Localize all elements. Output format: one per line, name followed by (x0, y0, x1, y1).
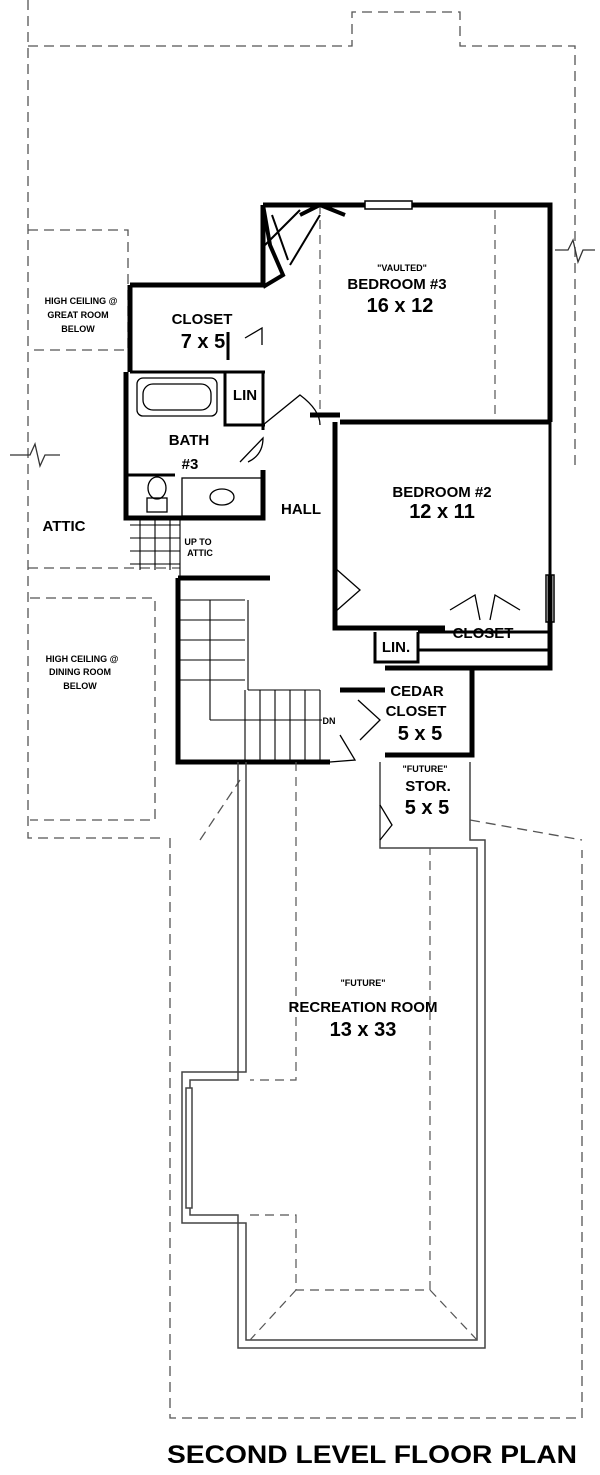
up-to-attic-line2: ATTIC (187, 548, 213, 558)
dining-room-note-1: HIGH CEILING @ (46, 654, 119, 664)
toilet (146, 476, 168, 513)
recreation-note: "FUTURE" (340, 978, 385, 988)
corner-detail (261, 202, 346, 289)
up-to-attic-line1: UP TO (184, 537, 211, 547)
lin-lower-label: LIN. (382, 639, 410, 656)
stor-size: 5 x 5 (405, 797, 449, 819)
stor-note: "FUTURE" (402, 764, 447, 774)
bedroom3-note: "VAULTED" (377, 263, 427, 273)
recreation-name: RECREATION ROOM (289, 999, 438, 1016)
bedroom2-name: BEDROOM #2 (392, 484, 491, 501)
great-room-note-2: GREAT ROOM (47, 310, 108, 320)
stor-name: STOR. (405, 778, 451, 795)
bathtub (136, 377, 218, 417)
great-room-note-1: HIGH CEILING @ (45, 296, 118, 306)
lin-upper-label: LIN (233, 387, 257, 404)
dn-label: DN (323, 716, 336, 726)
interior-walls (126, 332, 552, 664)
bath-name: BATH (169, 432, 210, 449)
bedroom2-size: 12 x 11 (409, 501, 475, 523)
bedroom3-name: BEDROOM #3 (347, 276, 446, 293)
closet-main-name: CLOSET (172, 311, 233, 328)
great-room-note-3: BELOW (61, 324, 95, 334)
recreation-vault (249, 205, 496, 1341)
dining-room-note-2: DINING ROOM (49, 667, 111, 677)
hall-label: HALL (281, 501, 321, 518)
recreation-size: 13 x 33 (330, 1019, 397, 1041)
cedar-line1: CEDAR (390, 683, 444, 700)
closet-main-size: 7 x 5 (181, 331, 225, 353)
bedroom3-size: 16 x 12 (367, 295, 434, 317)
closet-b2-label: CLOSET (453, 625, 514, 642)
break-lines (10, 238, 595, 469)
windows (364, 200, 555, 623)
cedar-line2: CLOSET (386, 703, 447, 720)
cedar-size: 5 x 5 (398, 723, 442, 745)
recreation-walls (181, 762, 486, 1349)
plan-title: SECOND LEVEL FLOOR PLAN (167, 1441, 577, 1469)
attic-label: ATTIC (42, 518, 85, 535)
doors (239, 326, 521, 841)
corner-glass (264, 209, 321, 266)
stairs (130, 520, 322, 762)
exterior-walls (123, 202, 553, 765)
dining-room-note-3: BELOW (63, 681, 97, 691)
bath-number: #3 (182, 456, 199, 473)
vanity (181, 477, 263, 517)
